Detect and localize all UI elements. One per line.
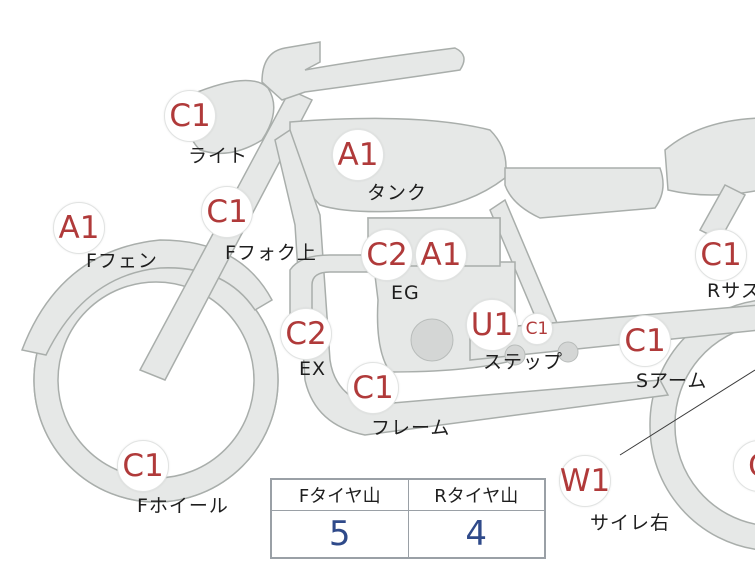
- step-peg-right: [557, 341, 579, 363]
- step-peg-left: [504, 344, 526, 366]
- tank-code-badge: A1: [332, 129, 384, 181]
- silencer-leader-line: [619, 369, 755, 456]
- rear-tire-header: Rタイヤ山: [407, 478, 546, 511]
- tire-tread-table: Fタイヤ山 Rタイヤ山 5 4: [270, 478, 546, 559]
- tire-table-value-row: 5 4: [270, 510, 546, 559]
- light-code-badge: C1: [164, 90, 216, 142]
- tire-table-header-row: Fタイヤ山 Rタイヤ山: [270, 478, 546, 511]
- frame-shape: [274, 128, 670, 436]
- rear-suspension-code-badge: C1: [695, 229, 747, 281]
- exhaust-code-badge: C2: [280, 308, 332, 360]
- seat-shape: [504, 167, 664, 219]
- engine-cover: [410, 318, 454, 362]
- front-wheel-label: Fホイール: [137, 495, 229, 517]
- silencer-right-code-badge: W1: [559, 455, 611, 507]
- light-label: ライト: [188, 145, 249, 167]
- fork-upper-code-badge: C1: [201, 186, 253, 238]
- front-fender-code-badge: A1: [53, 202, 105, 254]
- front-fender-label: Fフェン: [86, 250, 158, 272]
- swing-arm-code-badge: C1: [619, 315, 671, 367]
- frame-label: フレーム: [371, 417, 451, 439]
- exhaust-label: EX: [299, 358, 327, 380]
- tank-label: タンク: [367, 182, 428, 204]
- engine-c2-code-badge: C2: [361, 229, 413, 281]
- front-wheel-code-badge: C1: [117, 440, 169, 492]
- engine-label: EG: [391, 282, 420, 304]
- fork-upper-label: Fフォク上: [225, 242, 317, 264]
- step-c1-code-badge: C1: [521, 313, 553, 345]
- handlebar-shape: [261, 41, 465, 101]
- rear-tire-value: 4: [407, 510, 546, 559]
- frame-code-badge: C1: [347, 362, 399, 414]
- swingarm-shape: [469, 304, 755, 361]
- step-label: ステップ: [483, 351, 564, 373]
- front-tire-header: Fタイヤ山: [270, 478, 409, 511]
- engine-a1-code-badge: A1: [415, 229, 467, 281]
- swing-arm-label: Sアーム: [636, 370, 708, 392]
- rear-cowl-shape: [664, 117, 755, 196]
- front-tire-value: 5: [270, 510, 409, 559]
- rear-suspension-label: Rサス: [707, 280, 755, 302]
- step-u1-code-badge: U1: [466, 299, 518, 351]
- silencer-right-label: サイレ右: [590, 512, 671, 534]
